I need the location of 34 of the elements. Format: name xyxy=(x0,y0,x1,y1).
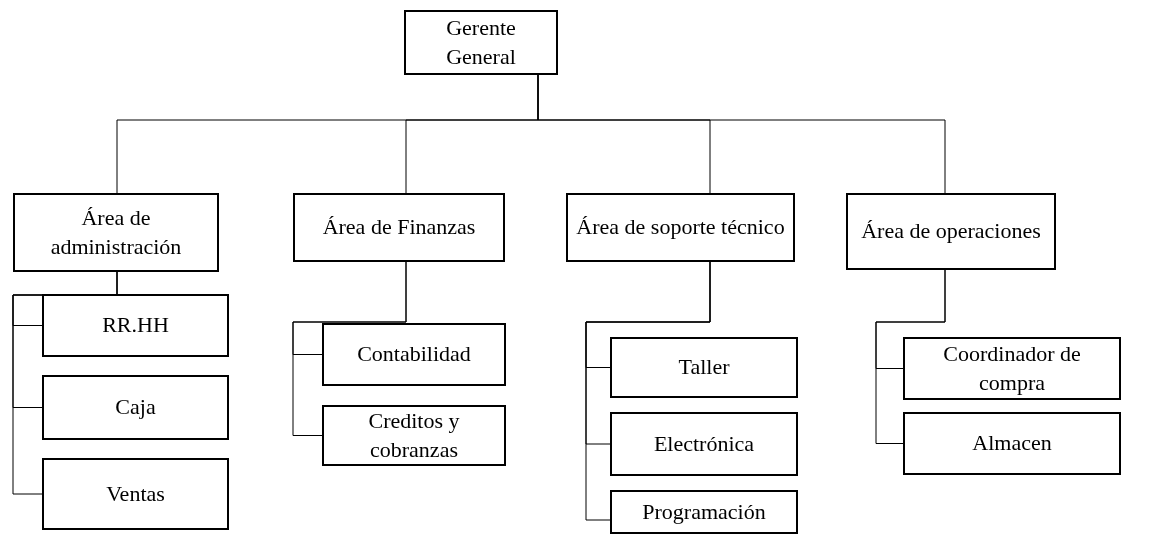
unit-label: Caja xyxy=(115,393,156,422)
unit-label: Contabilidad xyxy=(357,340,471,369)
head-box xyxy=(404,10,558,75)
org-unit-box xyxy=(846,193,1056,270)
org-unit-box xyxy=(42,375,229,440)
unit-label: Área de administración xyxy=(49,203,183,261)
org-unit-box xyxy=(322,323,506,386)
unit-label: Coordinador de compra xyxy=(942,339,1082,397)
connector-line xyxy=(875,269,946,444)
connector-line xyxy=(292,261,407,436)
org-unit-box xyxy=(13,193,219,272)
unit-label: Área de operaciones xyxy=(861,217,1041,246)
unit-label: Área de soporte técnico xyxy=(576,213,785,242)
org-unit-box xyxy=(610,490,798,534)
unit-label: Electrónica xyxy=(653,429,755,458)
org-unit-box xyxy=(566,193,795,262)
org-unit-box xyxy=(610,337,798,398)
org-unit-box xyxy=(42,458,229,530)
org-unit-box xyxy=(903,337,1121,400)
unit-label: Programación xyxy=(642,497,766,526)
connector-line xyxy=(537,74,946,194)
unit-label: Almacen xyxy=(972,429,1052,458)
unit-label: Área de Finanzas xyxy=(322,213,476,242)
unit-label: Creditos y cobranzas xyxy=(367,406,461,464)
unit-label: Gerente General xyxy=(445,13,517,71)
org-unit-box xyxy=(322,405,506,466)
org-unit-box xyxy=(293,193,505,262)
unit-label: RR.HH xyxy=(102,311,169,340)
connector-line xyxy=(585,261,711,521)
org-unit-box xyxy=(610,412,798,476)
unit-label: Taller xyxy=(678,353,730,382)
org-unit-box xyxy=(42,294,229,357)
org-unit-box xyxy=(903,412,1121,475)
unit-label: Ventas xyxy=(106,479,165,508)
